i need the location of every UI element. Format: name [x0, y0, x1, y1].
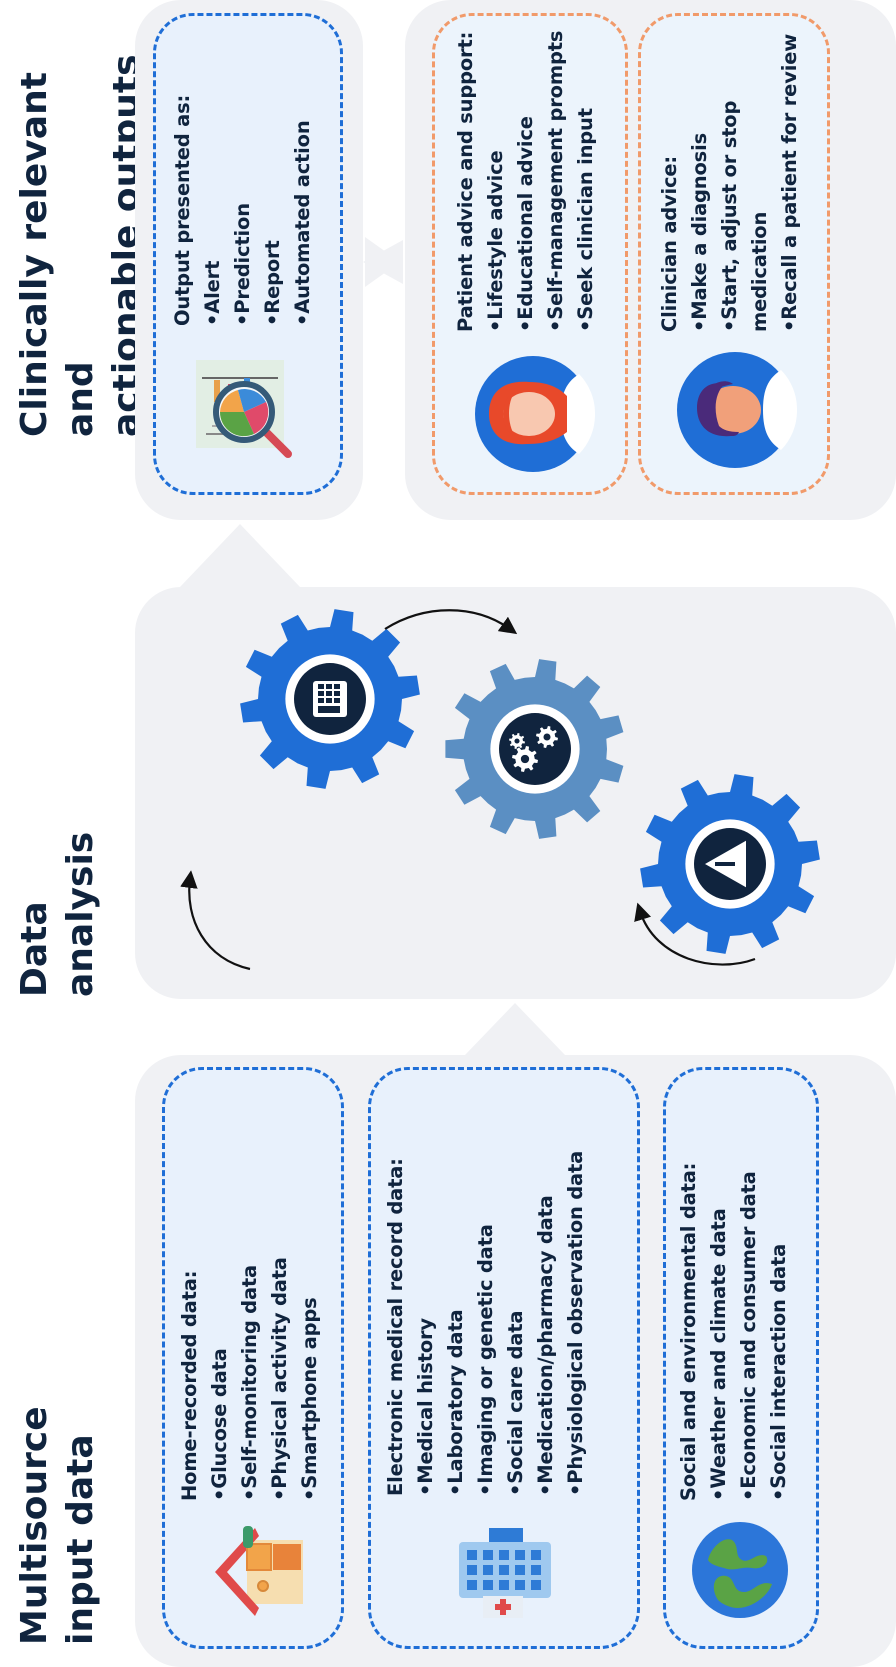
clinician-advice-card: Clinician advice: Make a diagnosis Start… — [638, 13, 830, 495]
list-item: Recall a patient for review — [775, 20, 805, 332]
list-item: Educational advice — [511, 20, 541, 332]
list-item: Prediction — [228, 26, 258, 326]
list-item: Make a diagnosis — [685, 20, 715, 332]
list-item: Weather and climate data — [704, 1081, 734, 1501]
list-item: Social care data — [501, 1076, 531, 1496]
list-item: Physical activity data — [265, 1081, 295, 1501]
patient-advice-card: Patient advice and support: Lifestyle ad… — [432, 13, 628, 495]
list-item: Start, adjust or stop medication — [715, 20, 775, 332]
arrow-icon — [384, 609, 518, 635]
card-heading: Patient advice and support: — [454, 31, 477, 332]
card-heading: Social and environmental data: — [677, 1162, 700, 1501]
list-item: Laboratory data — [441, 1076, 471, 1496]
list-item: Self-management prompts — [541, 20, 571, 332]
social-env-card: Social and environmental data: Weather a… — [663, 1067, 819, 1649]
clinician-avatar-icon — [677, 352, 797, 468]
globe-icon — [692, 1522, 788, 1618]
social-env-text: Social and environmental data: Weather a… — [674, 1081, 794, 1501]
card-heading: Electronic medical record data: — [384, 1158, 407, 1496]
hospital-icon — [459, 1528, 551, 1618]
list-item: Alert — [198, 26, 228, 326]
small-cog-icon — [536, 726, 558, 748]
emr-text: Electronic medical record data: Medical … — [381, 1076, 591, 1496]
home-recorded-text: Home-recorded data: Glucose data Self-mo… — [175, 1081, 325, 1501]
list-item: Social interaction data — [764, 1081, 794, 1501]
list-item: Smartphone apps — [295, 1081, 325, 1501]
exclamation-mark — [715, 862, 735, 866]
report-magnifier-icon — [196, 360, 292, 458]
card-heading: Home-recorded data: — [178, 1270, 201, 1501]
list-item: Imaging or genetic data — [471, 1076, 501, 1496]
analysis-to-output-pointer — [180, 524, 300, 587]
list-item: Economic and consumer data — [734, 1081, 764, 1501]
clinician-advice-text: Clinician advice: Make a diagnosis Start… — [655, 20, 805, 332]
list-item: Medical history — [411, 1076, 441, 1496]
input-to-analysis-pointer — [465, 1003, 565, 1055]
small-cog-icon — [512, 746, 538, 772]
calculator-icon — [313, 681, 347, 717]
output-presented-card: Output presented as: Alert Prediction Re… — [153, 13, 343, 495]
list-item: Medication/pharmacy data — [531, 1076, 561, 1496]
emr-card: Electronic medical record data: Medical … — [368, 1067, 640, 1649]
house-icon — [215, 1526, 303, 1616]
output-presented-text: Output presented as: Alert Prediction Re… — [168, 26, 318, 326]
card-heading: Output presented as: — [171, 94, 194, 326]
list-item: Report — [258, 26, 288, 326]
gears-illustration — [180, 609, 820, 971]
list-item: Glucose data — [205, 1081, 235, 1501]
card-heading: Clinician advice: — [658, 155, 681, 332]
patient-advice-text: Patient advice and support: Lifestyle ad… — [451, 20, 601, 332]
list-item: Physiological observation data — [561, 1076, 591, 1496]
arrow-icon — [634, 902, 756, 966]
list-item: Lifestyle advice — [481, 20, 511, 332]
home-recorded-card: Home-recorded data: Glucose data Self-mo… — [162, 1067, 344, 1649]
cogs-gear-icon — [445, 659, 624, 839]
patient-avatar-icon — [475, 356, 595, 472]
list-item: Automated action — [288, 26, 318, 326]
arrow-icon — [180, 870, 251, 971]
list-item: Self-monitoring data — [235, 1081, 265, 1501]
small-cog-icon — [509, 733, 525, 749]
list-item: Seek clinician input — [571, 20, 601, 332]
